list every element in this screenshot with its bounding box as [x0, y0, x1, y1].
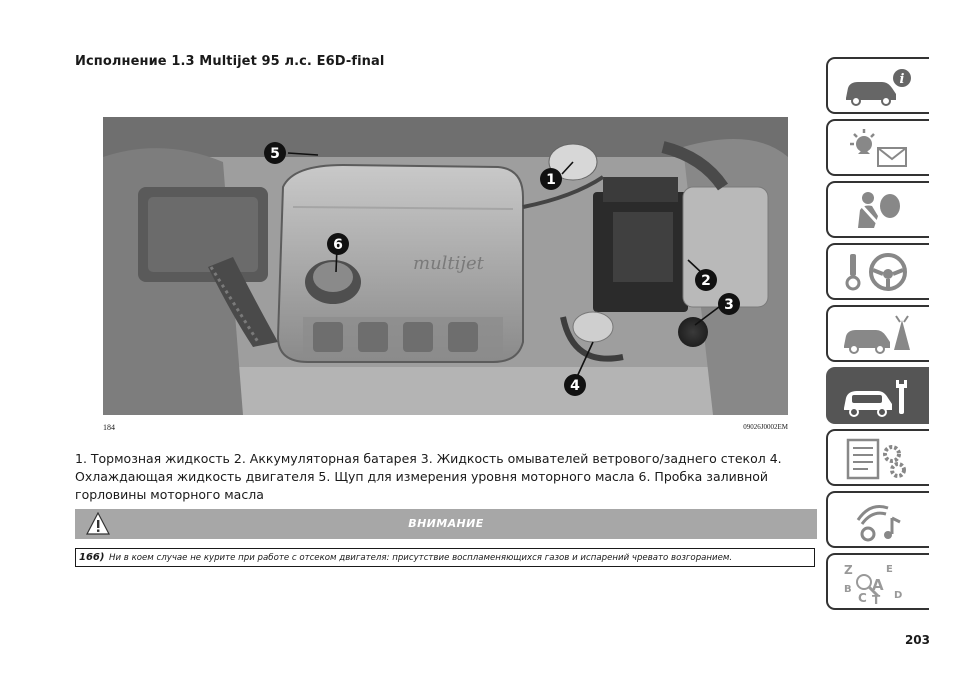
callout-3: 3 [718, 293, 740, 315]
warning-header: ВНИМАНИЕ [75, 509, 817, 539]
callout-4: 4 [564, 374, 586, 396]
svg-text:i: i [900, 72, 905, 87]
warning-triangle-icon [86, 512, 110, 535]
svg-text:T: T [872, 593, 881, 606]
technical-data-gears-icon [846, 438, 906, 480]
section-heading: Исполнение 1.3 Multijet 95 л.с. E6D-fina… [75, 54, 385, 69]
tab-car-info[interactable]: i [826, 57, 929, 114]
tab-safety[interactable] [826, 181, 929, 238]
car-info-icon: i [846, 69, 911, 106]
callout-2: 2 [695, 269, 717, 291]
callout-6: 6 [327, 233, 349, 255]
svg-text:E: E [886, 564, 893, 575]
car-maintenance-wrench-icon [844, 380, 907, 417]
tab-emergency[interactable] [826, 305, 929, 362]
warning-item: 166) Ни в коем случае не курите при рабо… [75, 548, 815, 567]
warning-lights-message-icon [850, 129, 907, 167]
svg-text:5: 5 [270, 146, 280, 162]
warning-item-text: Ни в коем случае не курите при работе с … [109, 553, 733, 563]
tab-maintenance[interactable] [826, 367, 929, 424]
svg-text:1: 1 [546, 172, 556, 188]
engine-cover-logo: multijet [413, 253, 485, 274]
warning-title: ВНИМАНИЕ [408, 517, 484, 530]
figure-number: 184 [103, 423, 115, 432]
figure-caption: 1. Тормозная жидкость 2. Аккумуляторная … [75, 451, 782, 502]
alphabetical-index-icon: Z E B A C T D [844, 563, 902, 606]
svg-text:A: A [872, 576, 884, 594]
svg-text:Z: Z [844, 563, 853, 577]
tab-index[interactable]: Z E B A C T D [826, 553, 929, 610]
svg-text:3: 3 [724, 297, 734, 313]
svg-text:D: D [894, 590, 902, 601]
key-steering-wheel-icon [845, 253, 907, 291]
breakdown-assistance-icon [844, 315, 910, 354]
svg-text:2: 2 [701, 273, 711, 289]
page-number: 203 [904, 633, 930, 647]
tab-warning-lights[interactable] [826, 119, 929, 176]
svg-text:B: B [844, 584, 852, 595]
engine-compartment-photo: multijet 1 2 3 [103, 117, 788, 415]
svg-text:4: 4 [570, 378, 580, 394]
tab-multimedia[interactable] [826, 491, 929, 548]
tab-technical-data[interactable] [826, 429, 929, 486]
multimedia-icon [856, 505, 901, 542]
callout-5: 5 [264, 142, 286, 164]
warning-item-number: 166) [79, 552, 105, 563]
seatbelt-airbag-icon [858, 192, 900, 230]
callout-1: 1 [540, 168, 562, 190]
svg-text:C: C [858, 591, 867, 605]
figure-code: 09026J0002EM [743, 423, 788, 431]
svg-text:6: 6 [333, 237, 343, 253]
tab-starting-driving[interactable] [826, 243, 929, 300]
